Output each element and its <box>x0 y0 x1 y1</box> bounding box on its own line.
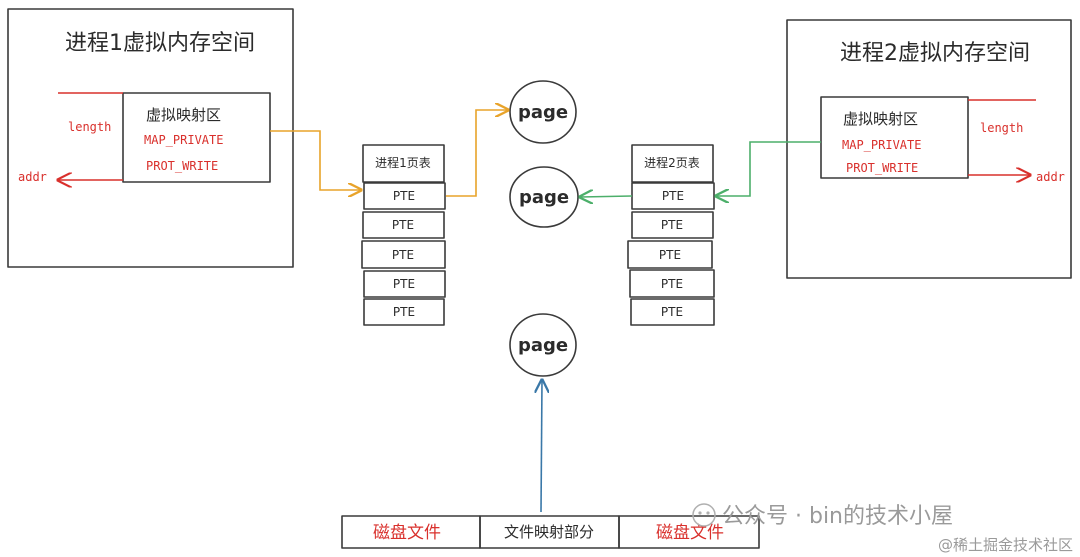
process1-vma-flag-write: PROT_WRITE <box>146 159 218 173</box>
page-table-2-pte-2-label: PTE <box>661 218 683 232</box>
page-table-1-pte-2 <box>362 211 445 239</box>
page-table-1-pte-1-label: PTE <box>393 189 415 203</box>
disk-file-mapped-label: 文件映射部分 <box>504 523 594 541</box>
pte-to-page1-arrow <box>446 110 508 197</box>
process1-vma-title: 虚拟映射区 <box>146 106 221 124</box>
process2-title: 进程2虚拟内存空间 <box>840 41 1030 66</box>
process1-length-label: length <box>68 120 111 134</box>
page-table-2-title: 进程2页表 <box>644 155 700 170</box>
page-table-2-pte-5-label: PTE <box>661 305 683 319</box>
page-table-1-pte-3 <box>361 240 446 269</box>
page-table-2-pte-1-label: PTE <box>662 189 684 203</box>
pte-to-page2-arrow <box>580 196 633 197</box>
vma2-to-pagetable2-arrow <box>716 141 821 196</box>
process2-addr-label: addr <box>1036 170 1065 184</box>
page-table-1-pte-4 <box>363 270 446 298</box>
physical-page-1: page <box>509 80 577 144</box>
watermark-site: @稀土掘金技术社区 <box>938 536 1073 554</box>
process1-addr-label: addr <box>18 170 47 184</box>
page-1-circle <box>509 80 577 144</box>
page-table-1-pte-1 <box>363 182 446 210</box>
process1-memory-space: 进程1虚拟内存空间 虚拟映射区 MAP_PRIVATE PROT_WRITE l… <box>7 8 294 268</box>
page-2-label: page <box>519 187 569 208</box>
page-table-1-title: 进程1页表 <box>375 155 431 170</box>
page-table-1-header <box>362 144 445 183</box>
page-table-1: 进程1页表 PTE PTE PTE PTE PTE <box>361 144 446 326</box>
page-table-2-pte-3-label: PTE <box>659 248 681 262</box>
disk-file-left-label: 磁盘文件 <box>373 523 441 543</box>
process1-space-box <box>7 8 294 268</box>
physical-page-2: page <box>509 166 579 228</box>
disk-file-bar: 磁盘文件 文件映射部分 磁盘文件 <box>341 515 760 549</box>
page-table-2-pte-2 <box>631 211 714 239</box>
disk-file-right-label: 磁盘文件 <box>656 523 724 543</box>
process2-vma-box <box>820 96 969 179</box>
page-table-1-pte-2-label: PTE <box>392 218 414 232</box>
page-table-2-pte-4-label: PTE <box>661 277 683 291</box>
page-table-2-header <box>631 144 714 183</box>
page-table-1-pte-5 <box>363 298 445 326</box>
process2-vma-flag-write: PROT_WRITE <box>846 161 918 175</box>
page-table-2-pte-4 <box>629 269 715 298</box>
process2-length-label: length <box>980 121 1023 135</box>
process2-vma-flag-private: MAP_PRIVATE <box>842 138 921 152</box>
page-table-1-pte-4-label: PTE <box>393 277 415 291</box>
page-table-2: 进程2页表 PTE PTE PTE PTE PTE <box>627 144 715 326</box>
page-table-2-pte-3 <box>627 240 713 269</box>
page-1-label: page <box>518 102 568 123</box>
file-to-page3-arrow <box>541 380 542 513</box>
watermark-account: 公众号 · bin的技术小屋 <box>722 504 953 529</box>
process2-space-box <box>786 19 1072 279</box>
page-table-1-pte-5-label: PTE <box>393 305 415 319</box>
process1-vma-box <box>122 92 271 183</box>
process1-vma-flag-private: MAP_PRIVATE <box>144 133 223 147</box>
page-table-2-pte-5 <box>630 298 715 326</box>
physical-page-3: page <box>509 313 577 377</box>
page-3-circle <box>509 313 577 377</box>
process1-title: 进程1虚拟内存空间 <box>65 31 255 56</box>
vma1-to-pagetable1-arrow <box>270 130 361 190</box>
wechat-icon <box>692 503 716 527</box>
process2-memory-space: 进程2虚拟内存空间 虚拟映射区 MAP_PRIVATE PROT_WRITE l… <box>786 19 1072 279</box>
page-3-label: page <box>518 335 568 356</box>
page-2-circle <box>509 166 579 228</box>
process2-vma-title: 虚拟映射区 <box>843 110 918 128</box>
watermark: 公众号 · bin的技术小屋 @稀土掘金技术社区 <box>692 503 1073 554</box>
page-table-1-pte-3-label: PTE <box>392 248 414 262</box>
disk-file-right-segment <box>618 515 760 549</box>
